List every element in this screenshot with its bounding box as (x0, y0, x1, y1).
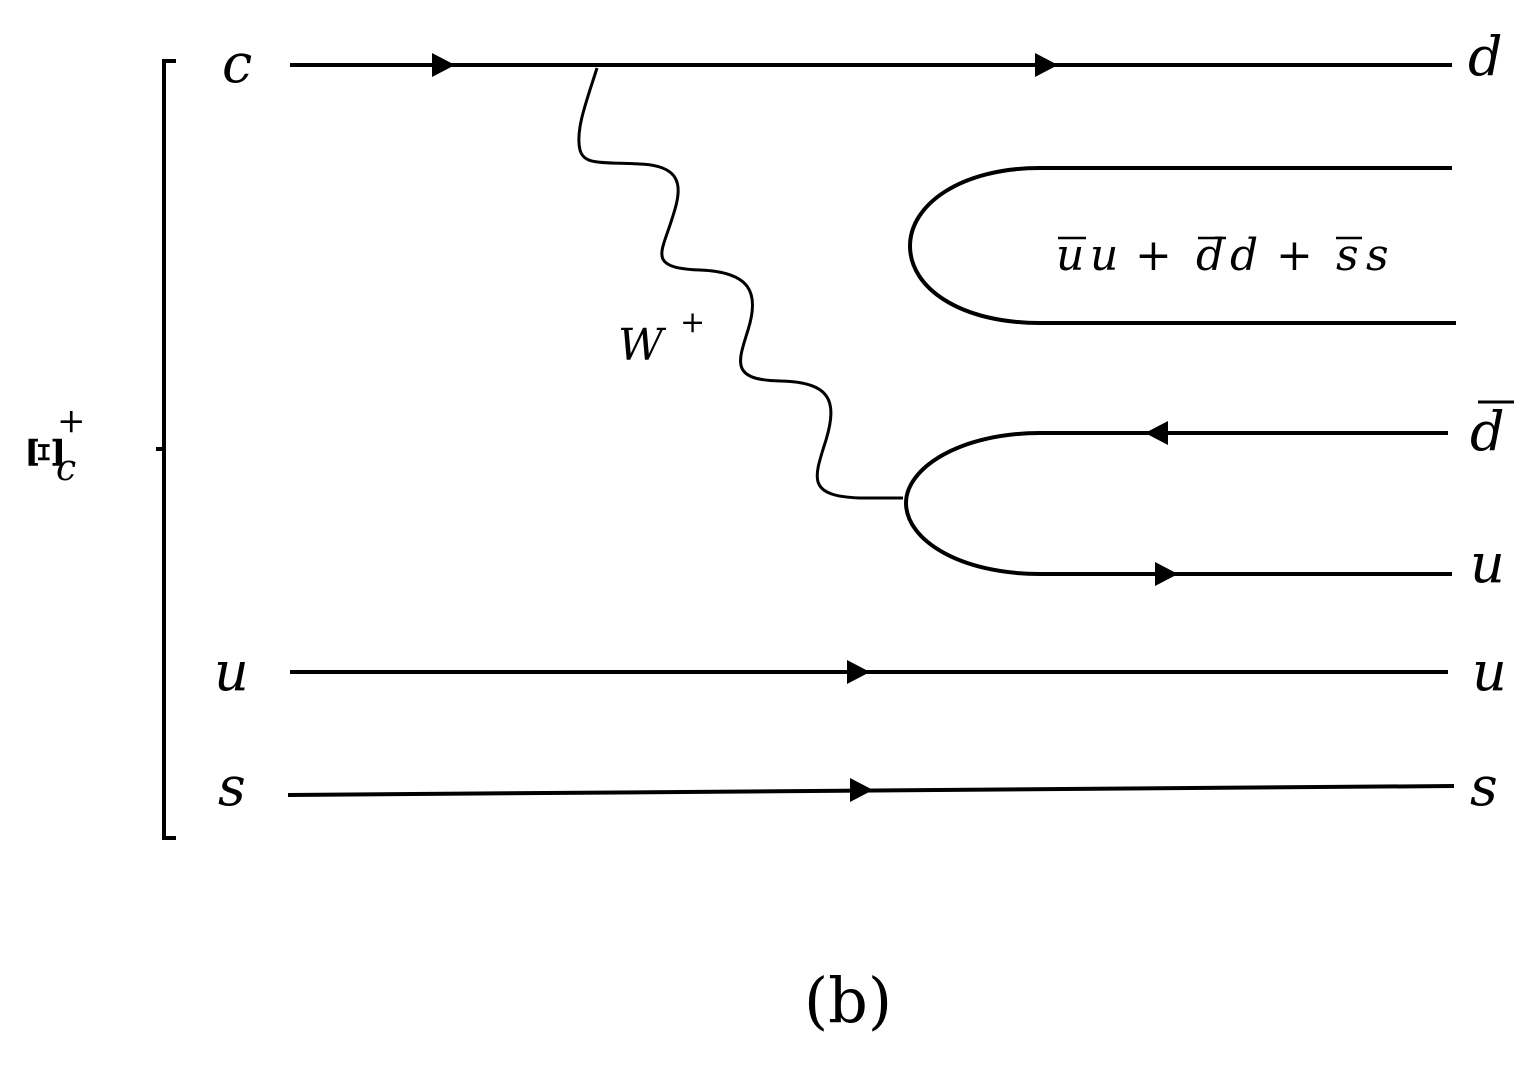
figure-caption: (b) (804, 964, 892, 1037)
w-decay-loop (903, 421, 1452, 586)
w-boson-charge: + (680, 305, 705, 340)
incoming-u-label: u (214, 640, 249, 703)
hadron-label: Ξ (19, 436, 73, 468)
arrow-right-icon (850, 778, 873, 802)
u-spectator-line (290, 660, 1448, 684)
outgoing-d-label: d (1468, 25, 1503, 88)
sea-u: u (1090, 230, 1118, 281)
hadron-subscript: c (56, 448, 76, 489)
sea-pair-formula: u u + d d + s s (1056, 230, 1389, 281)
w-boson-line (577, 67, 903, 500)
arrow-right-icon (847, 660, 870, 684)
c-to-d-quark-line (290, 53, 1452, 77)
sea-s: s (1366, 230, 1389, 281)
sea-ubar: u (1056, 230, 1084, 281)
incoming-c-label: c (222, 32, 252, 95)
sea-loop-upper (907, 166, 1456, 325)
arrow-right-icon (1035, 53, 1058, 77)
arrow-right-icon (1155, 562, 1178, 586)
arrow-left-icon (1145, 421, 1168, 445)
hadron-superscript: + (57, 401, 86, 441)
hadron-bracket (156, 59, 176, 840)
outgoing-u-lower-label: u (1472, 640, 1507, 703)
outgoing-dbar-label: d (1470, 400, 1505, 463)
sea-plus-2: + (1276, 230, 1313, 281)
s-spectator-line (287, 778, 1455, 802)
outgoing-u-upper-label: u (1470, 532, 1505, 595)
sea-d: d (1230, 230, 1258, 281)
arrow-right-icon (432, 53, 455, 77)
outgoing-s-label: s (1470, 755, 1498, 818)
w-boson-label: W (618, 320, 667, 371)
hadron-symbol: Ξ (19, 436, 73, 468)
sea-dbar: d (1196, 230, 1224, 281)
sea-sbar: s (1336, 230, 1359, 281)
sea-plus-1: + (1135, 230, 1172, 281)
incoming-s-label: s (218, 755, 246, 818)
